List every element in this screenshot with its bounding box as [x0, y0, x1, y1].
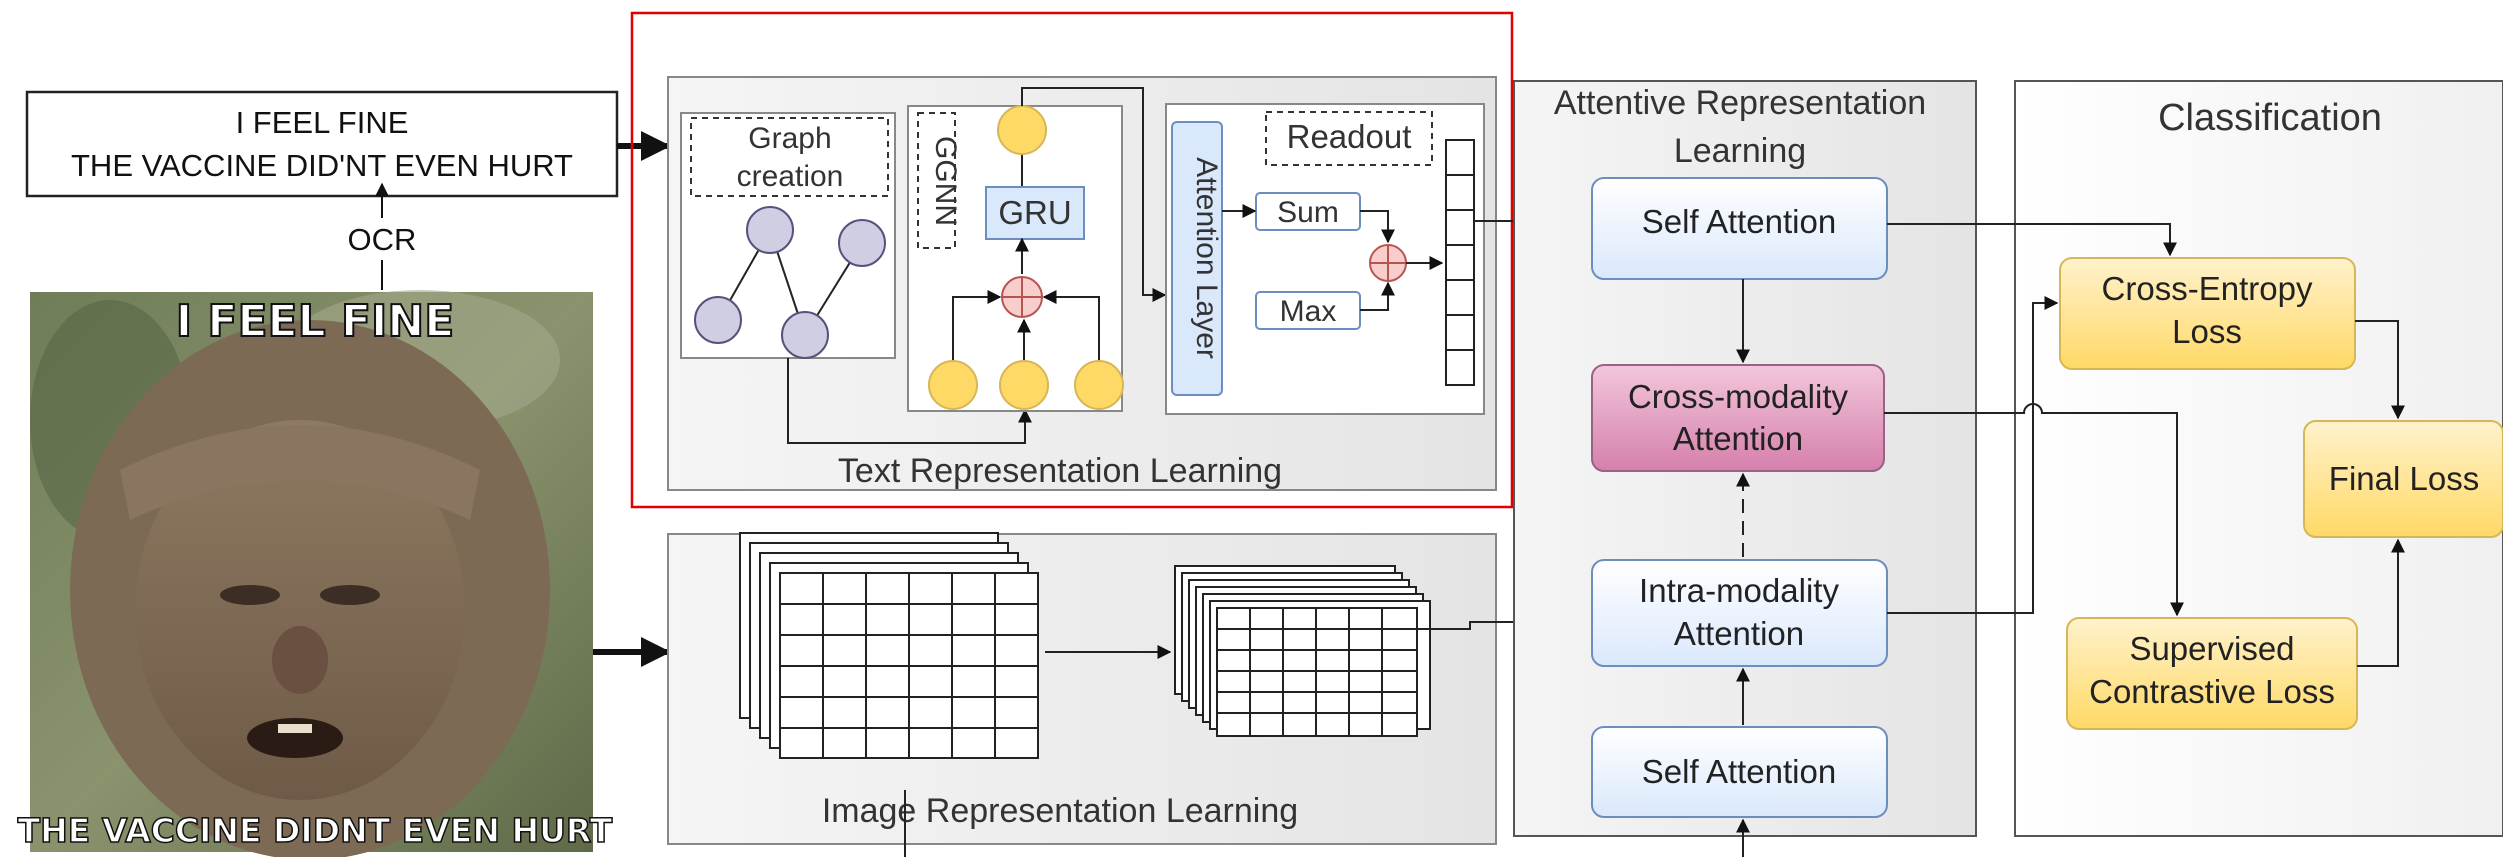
supervised-contrastive-loss-box: Supervised Contrastive Loss	[2066, 617, 2358, 730]
attention-layer-box	[1171, 121, 1223, 396]
ocr-text-line1: I FEEL FINE	[236, 105, 409, 140]
gru-label: GRU	[998, 194, 1071, 231]
ggnn-to-attention-arrow	[1021, 87, 1167, 302]
ggnn-node	[999, 360, 1049, 410]
ggnn-node	[928, 360, 978, 410]
graph-creation-panel: Graph creation	[680, 112, 896, 359]
graph-node	[746, 206, 794, 254]
attentive-title-line2: Learning	[1674, 132, 1806, 170]
ocr-text-line2: THE VACCINE DID'NT EVEN HURT	[71, 148, 573, 183]
supcon-line2: Contrastive Loss	[2089, 673, 2335, 710]
self-attention-bottom-label: Self Attention	[1642, 753, 1836, 790]
cross-modality-line1: Cross-modality	[1628, 378, 1849, 415]
ocr-label: OCR	[348, 222, 417, 257]
self-attention-top-box: Self Attention	[1591, 177, 1888, 280]
graph-node	[838, 219, 886, 267]
final-loss-box: Final Loss	[2303, 420, 2503, 538]
ggnn-node	[1074, 360, 1124, 410]
self-attention-bottom-box: Self Attention	[1591, 726, 1888, 818]
ce-to-final-arrow	[2355, 320, 2405, 420]
ggnn-node	[997, 105, 1047, 155]
max-label: Max	[1280, 295, 1337, 328]
meme-caption-top: I FEEL FINE	[176, 296, 455, 347]
text-highlight-box	[630, 11, 1514, 509]
supcon-line1: Supervised	[2129, 630, 2294, 667]
sum-label: Sum	[1277, 196, 1339, 229]
attentive-title-line1: Attentive Representation	[1554, 84, 1926, 122]
readout-vector	[1445, 139, 1475, 386]
text-panel-title: Text Representation Learning	[838, 452, 1282, 490]
supcon-to-final-arrow	[2357, 538, 2405, 667]
meme-image	[30, 290, 593, 860]
self-attention-to-ce-arrow	[1887, 223, 2177, 257]
graph-creation-line2: creation	[737, 160, 844, 193]
cross-modality-line2: Attention	[1673, 420, 1803, 457]
cross-to-supcon-arrow	[1884, 403, 2184, 617]
final-loss-label: Final Loss	[2329, 460, 2479, 497]
cross-entropy-line2: Loss	[2172, 313, 2242, 350]
graph-to-ggnn-arrow	[787, 358, 1032, 444]
ggnn-panel: GGNN GRU	[907, 105, 1124, 412]
classification-title: Classification	[2158, 97, 2382, 139]
readout-panel: Attention Layer Readout Sum Max	[1165, 103, 1485, 415]
feature-maps-large	[739, 532, 1039, 759]
graph-node	[694, 296, 742, 344]
intra-to-ce-arrow	[1887, 296, 2059, 614]
ggnn-label: GGNN	[929, 136, 962, 226]
graph-creation-line1: Graph	[748, 122, 831, 155]
meme-caption-bottom: THE VACCINE DIDNT EVEN HURT	[18, 811, 613, 850]
intra-modality-line2: Attention	[1674, 615, 1804, 652]
cross-modality-attention-box: Cross-modality Attention	[1591, 364, 1885, 472]
readout-label: Readout	[1287, 118, 1412, 155]
image-panel-title: Image Representation Learning	[822, 792, 1298, 830]
attention-layer-label: Attention Layer	[1190, 157, 1223, 359]
self-attention-top-label: Self Attention	[1642, 203, 1836, 240]
intra-modality-line1: Intra-modality	[1639, 572, 1839, 609]
graph-node	[781, 311, 829, 359]
intra-modality-attention-box: Intra-modality Attention	[1591, 559, 1888, 667]
ocr-text-box: I FEEL FINE THE VACCINE DID'NT EVEN HURT	[25, 90, 619, 198]
cross-entropy-line1: Cross-Entropy	[2102, 270, 2313, 307]
gru-box	[985, 186, 1085, 240]
cross-entropy-loss-box: Cross-Entropy Loss	[2059, 257, 2356, 370]
feature-maps-small	[1174, 565, 1431, 737]
